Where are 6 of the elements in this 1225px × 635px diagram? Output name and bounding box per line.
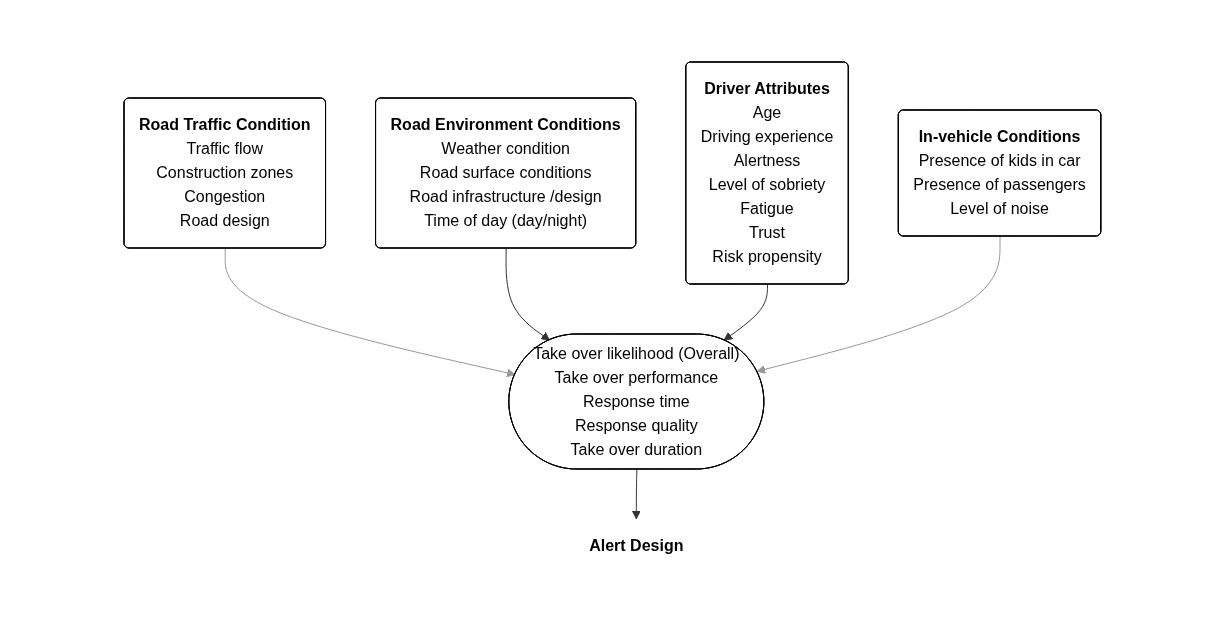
- arrow: [632, 469, 641, 520]
- arrow: [756, 236, 1001, 374]
- node-text: Alert Design: [589, 537, 684, 554]
- arrow: [224, 248, 516, 378]
- arrow: [723, 284, 769, 341]
- arrow: [505, 248, 551, 341]
